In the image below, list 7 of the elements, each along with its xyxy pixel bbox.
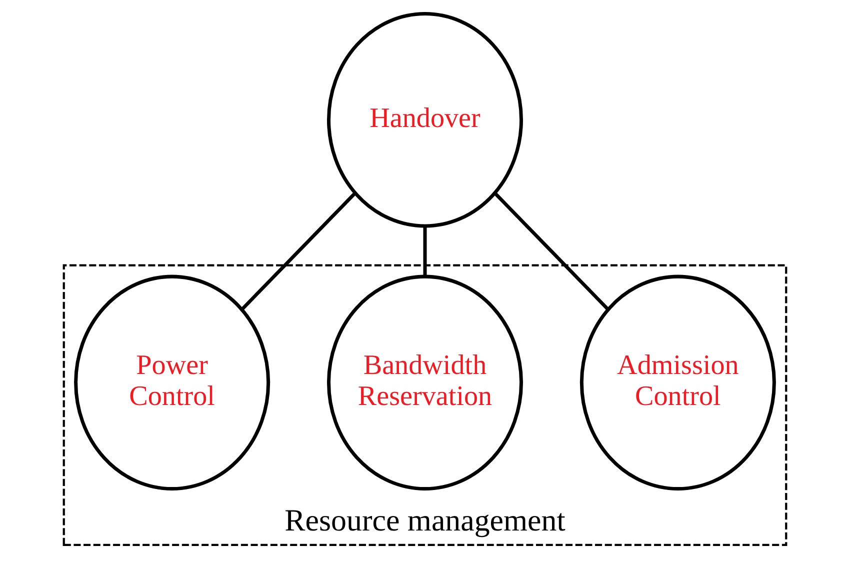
node-circle: Power Control bbox=[74, 274, 270, 491]
connector bbox=[422, 226, 426, 276]
node-circle: Admission Control bbox=[579, 274, 776, 491]
node-circle: Bandwidth Reservation bbox=[326, 274, 523, 491]
node-circle: Handover bbox=[326, 12, 523, 228]
connector bbox=[240, 192, 356, 311]
connector bbox=[493, 192, 609, 311]
